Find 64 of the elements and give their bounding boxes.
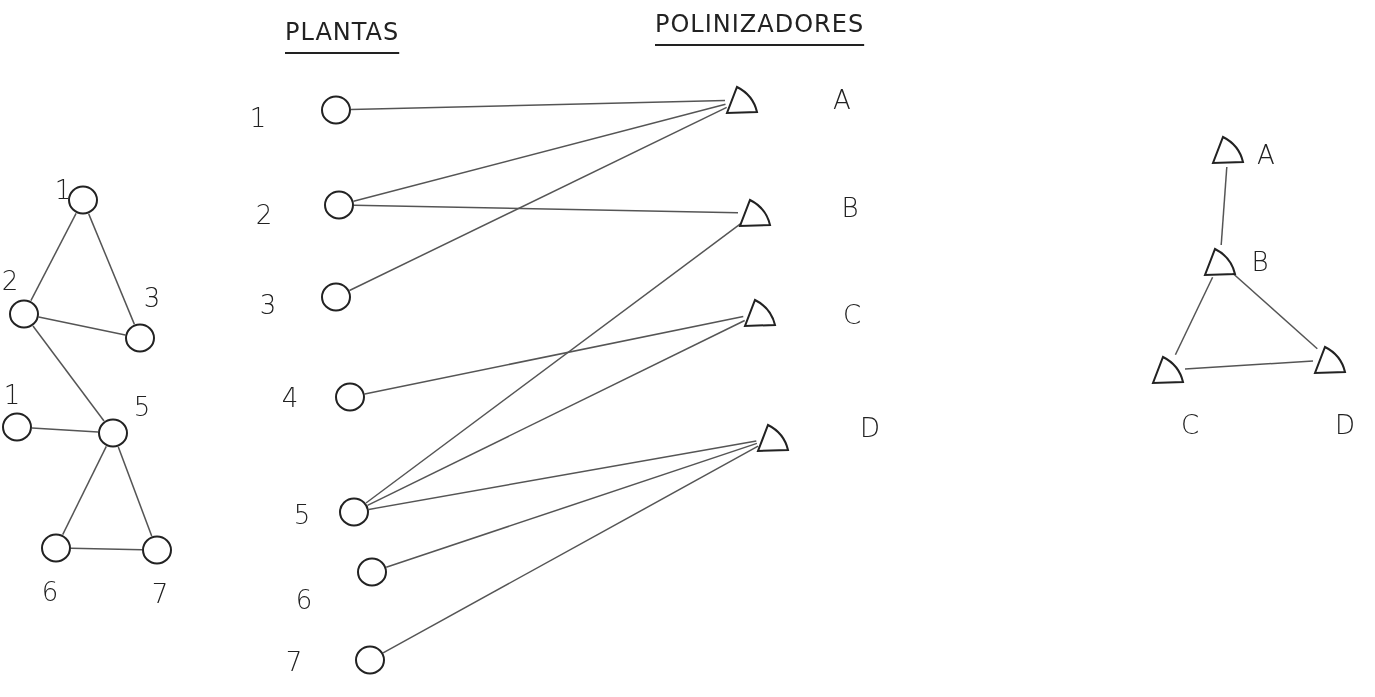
node-label: 1	[53, 175, 73, 205]
triangle-node	[743, 298, 777, 328]
node-label: C	[841, 300, 863, 330]
connector-line	[37, 316, 127, 336]
node-label: 2	[254, 200, 274, 230]
node-label: 6	[40, 577, 60, 607]
triangle-node	[1151, 355, 1185, 385]
connector-line	[350, 99, 726, 111]
connector-line	[382, 445, 759, 654]
node-label: 7	[284, 647, 304, 677]
circle-node	[123, 323, 157, 353]
triangle-node	[738, 198, 772, 228]
node-label: 5	[292, 500, 312, 530]
connector-line	[1220, 166, 1228, 246]
triangle-node	[1313, 345, 1347, 375]
triangle-node	[756, 423, 790, 453]
node-label: C	[1179, 410, 1201, 440]
circle-node	[353, 645, 387, 675]
connector-line	[1174, 276, 1214, 356]
node-label: 4	[280, 383, 300, 413]
circle-node	[96, 418, 130, 448]
triangle-node	[1211, 135, 1245, 165]
connector-line	[1231, 272, 1319, 350]
triangle-node	[725, 85, 759, 115]
connector-line	[353, 204, 739, 214]
connector-line	[31, 427, 99, 433]
node-label: 2	[0, 266, 20, 296]
node-label: D	[1334, 410, 1356, 440]
connector-line	[348, 106, 728, 292]
connector-line	[70, 547, 143, 551]
node-label: 1	[248, 103, 268, 133]
node-label: 6	[294, 585, 314, 615]
node-label: B	[1250, 247, 1270, 277]
connector-line	[30, 212, 77, 302]
circle-node	[319, 282, 353, 312]
circle-node	[140, 535, 174, 565]
connector-line	[368, 440, 758, 511]
circle-node	[319, 95, 353, 125]
node-label: 5	[132, 392, 152, 422]
connector-line	[61, 445, 108, 536]
node-label: 3	[258, 290, 278, 320]
connector-line	[385, 442, 758, 568]
node-label: 1	[2, 380, 22, 410]
circle-node	[333, 382, 367, 412]
node-label: B	[840, 193, 860, 223]
node-label: 3	[142, 283, 162, 313]
connector-line	[87, 213, 136, 325]
triangle-node	[1203, 247, 1237, 277]
connector-line	[1184, 360, 1314, 370]
circle-node	[355, 557, 389, 587]
circle-node	[7, 299, 41, 329]
circle-node	[39, 533, 73, 563]
connector-line	[366, 319, 746, 507]
connector-line	[32, 325, 105, 422]
node-label: A	[1256, 140, 1276, 170]
connector-line	[117, 446, 153, 537]
node-label: A	[832, 85, 852, 115]
connector-line	[363, 315, 745, 395]
node-label: 7	[150, 579, 170, 609]
circle-node	[322, 190, 356, 220]
node-label: D	[859, 413, 881, 443]
circle-node	[337, 497, 371, 527]
connector-line	[352, 103, 727, 202]
circle-node	[0, 412, 34, 442]
